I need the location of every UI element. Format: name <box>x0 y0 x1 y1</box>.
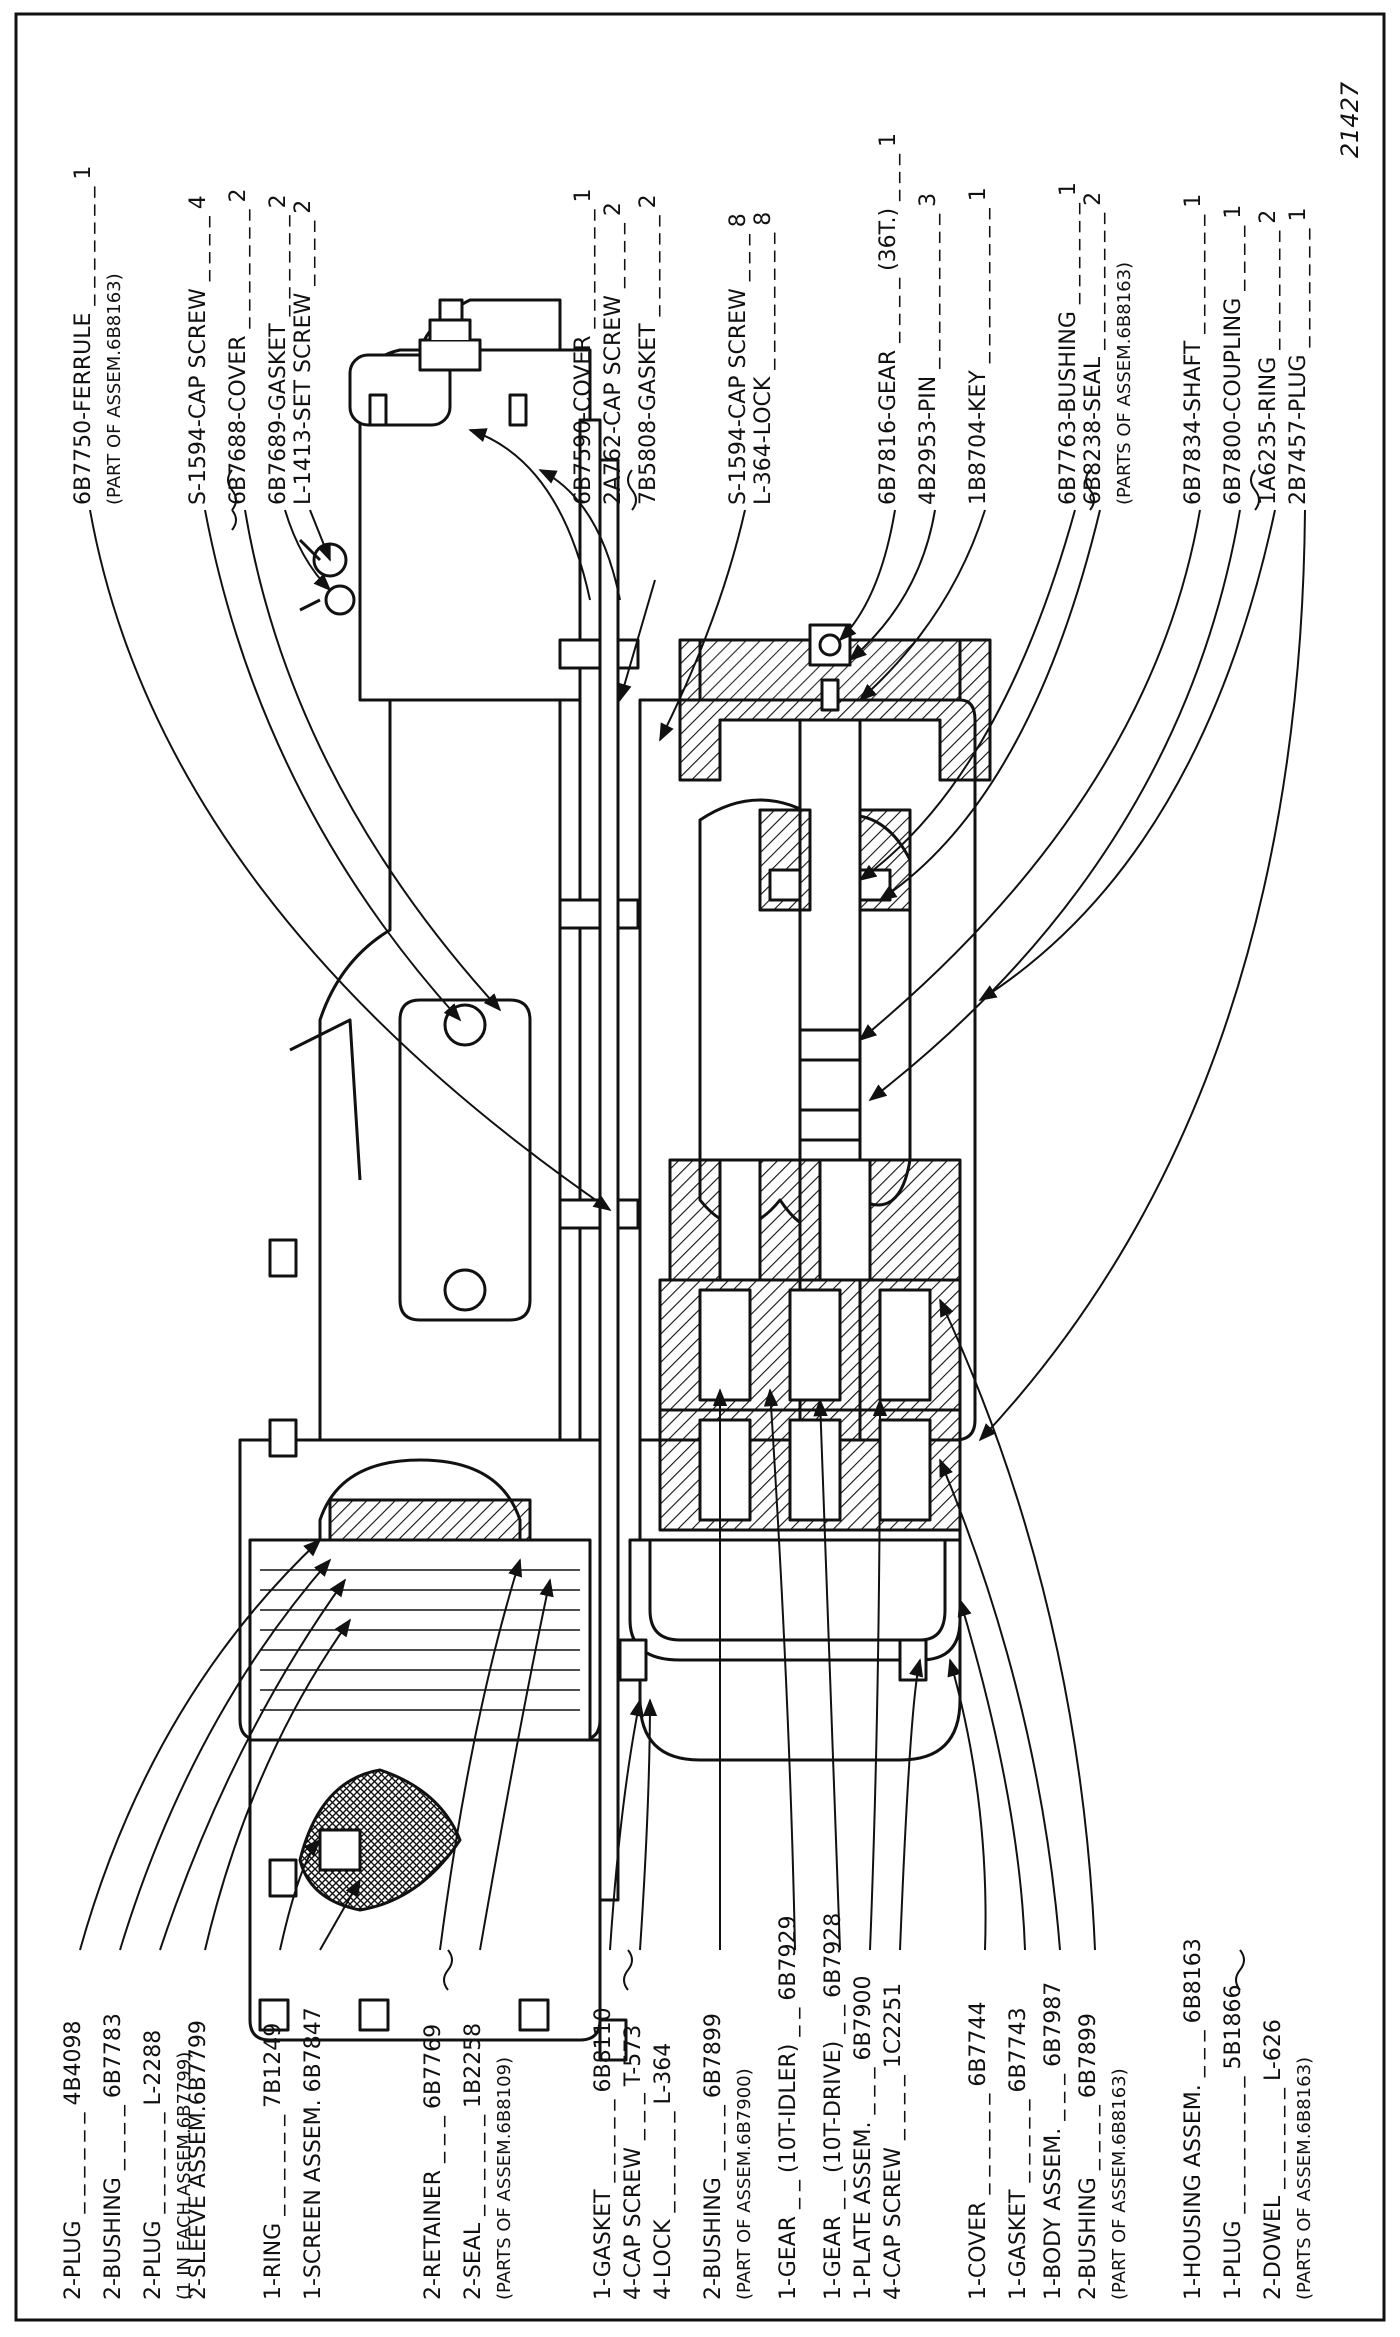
svg-text:21427: 21427 <box>1336 81 1364 158</box>
callout-label-b17: 1-COVER _ _ _ _ _ _ 6B7744 <box>966 2002 991 2301</box>
callout-label-t15: 6B8238-SEAL _ _ _ _ _ _ _ _ 2 <box>1081 192 1106 505</box>
callout-label-b20: 2-BUSHING _ _ _ _ 6B7899 <box>1076 2013 1101 2300</box>
side-cover-1 <box>398 998 532 1322</box>
coupling <box>798 1028 862 1142</box>
callout-label-b23-note: (PARTS OF ASSEM.6B8163) <box>1294 2057 1315 2300</box>
callout-label-b10: 4-CAP SCREW _ _ _ T-573 <box>621 2025 646 2300</box>
callout-label-t14: 6B7763-BUSHING _ _ _ _ _ _ 1 <box>1056 182 1081 505</box>
callout-label-t15-note: (PARTS OF ASSEM.6B8163) <box>1114 262 1135 505</box>
callout-label-t13: 1B8704-KEY _ _ _ _ _ _ _ _ _ 1 <box>966 187 991 505</box>
callouts-bottom: 2-PLUG _ _ _ _ _ _ 4B4098 2-BUSHING _ _ _… <box>61 1913 1315 2300</box>
callout-label-b23: 2-DOWEL _ _ _ _ _ _ L-626 <box>1261 2019 1286 2300</box>
callout-label-b3-note: (1 IN EACH ASSEM.6B7799) <box>174 2052 195 2300</box>
callout-label-b6: 1-SCREEN ASSEM. 6B7847 <box>301 2007 326 2300</box>
callout-label-b8: 2-SEAL _ _ _ _ _ _ 1B2258 <box>461 2023 486 2300</box>
callout-label-b15: 1-PLATE ASSEM. _ _ _ 6B7900 <box>851 1975 876 2300</box>
callout-label-b11: 4-LOCK _ _ _ _ _ _ L-364 <box>651 2043 676 2300</box>
callout-label-b18: 1-GASKET _ _ _ _ _ 6B7743 <box>1006 2007 1031 2300</box>
callout-label-b4: 2-SLEEVE ASSEM.6B7799 <box>186 2020 211 2300</box>
drawing-border <box>14 12 1386 2322</box>
callout-label-b14: 1-GEAR _ _ (10T-DRIVE) _ _ 6B7928 <box>821 1913 846 2300</box>
brace-symbols <box>227 469 1260 1991</box>
plate-assembly <box>668 1158 962 1282</box>
callout-label-t18: 1A6235-RING _ _ _ _ _ _ _ 2 <box>1256 210 1281 505</box>
callout-label-b1: 2-PLUG _ _ _ _ _ _ 4B4098 <box>61 2020 86 2300</box>
callout-label-b12-note: (PART OF ASSEM.6B7900) <box>734 2068 755 2300</box>
callout-label-b20-note: (PART OF ASSEM.6B8163) <box>1109 2068 1130 2300</box>
callout-label-t1-note: (PART OF ASSEM.6B8163) <box>104 273 125 505</box>
leader-lines <box>79 428 1306 1951</box>
figure-number: 21427 <box>1336 81 1364 158</box>
callouts-top: 6B7750-FERRULE _ _ _ _ _ _ _ 1 (PART OF A… <box>71 133 1311 505</box>
callout-label-b12: 2-BUSHING _ _ _ _ 6B7899 <box>701 2013 726 2300</box>
screen-assembly <box>248 1738 602 2042</box>
callout-label-b2: 2-BUSHING _ _ _ _ 6B7783 <box>101 2013 126 2300</box>
callout-label-b22: 1-PLUG _ _ _ _ _ _ _ _ 5B1866 <box>1221 1984 1246 2300</box>
callout-label-t7: 2A762-CAP SCREW _ _ _ _ 2 <box>601 202 626 505</box>
callout-label-b16: 4-CAP SCREW _ _ _ _ 1C2251 <box>881 1983 906 2300</box>
callout-label-t10: L-364-LOCK _ _ _ _ _ _ _ _ 8 <box>751 212 776 505</box>
callout-label-t12: 4B2953-PIN _ _ _ _ _ _ _ _ _ 3 <box>916 193 941 505</box>
callout-label-t11: 6B7816-GEAR _ _ _ _ (36T.) _ _ _ 1 <box>876 133 901 505</box>
callout-label-b13: 1-GEAR _ _ (10T-IDLER) _ _ 6B7929 <box>776 1916 801 2300</box>
callout-label-b7: 2-RETAINER _ _ _ 6B7769 <box>421 2024 446 2300</box>
main-flange <box>598 458 620 1902</box>
sleeve-assembly <box>248 1538 592 1742</box>
callout-label-t8: 7B5808-GASKET _ _ _ _ _ _ 2 <box>636 194 661 505</box>
callout-label-b21: 1-HOUSING ASSEM. _ _ _ 6B8163 <box>1181 1938 1206 2300</box>
callout-label-b19: 1-BODY ASSEM. _ _ _ 6B7987 <box>1041 1982 1066 2300</box>
callout-label-b3: 2-PLUG _ _ _ _ _ _ L-2288 <box>141 2030 166 2300</box>
callout-label-t1: 6B7750-FERRULE _ _ _ _ _ _ _ 1 <box>71 166 96 505</box>
callout-label-t3: 6B7688-COVER _ _ _ _ _ _ _ 2 <box>226 189 251 506</box>
callout-label-t16: 6B7834-SHAFT _ _ _ _ _ _ _ 1 <box>1181 194 1206 505</box>
callout-label-b8-note: (PARTS OF ASSEM.6B8109) <box>494 2057 515 2300</box>
callout-label-t19: 2B7457-PLUG _ _ _ _ _ _ _ 1 <box>1286 207 1311 505</box>
callout-label-b5: 1-RING _ _ _ _ _ _ 7B1249 <box>261 2023 286 2300</box>
top-cover <box>418 338 482 372</box>
callout-label-t17: 6B7800-COUPLING _ _ _ _ 1 <box>1221 205 1246 505</box>
callout-label-t9: S-1594-CAP SCREW _ _ _ 8 <box>726 213 751 505</box>
callout-label-t2: S-1594-CAP SCREW _ _ _ _ 4 <box>186 195 211 505</box>
pump-assembly-drawing <box>238 298 992 2062</box>
callout-label-t4: 6B7689-GASKET _ _ _ _ _ _ 2 <box>266 194 291 505</box>
callout-label-b9: 1-GASKET _ _ _ _ _ 6B8110 <box>591 2007 616 2300</box>
callout-label-t6: 6B7590-COVER _ _ _ _ _ _ _ 1 <box>571 189 596 506</box>
callout-label-t5: L-1413-SET SCREW _ _ _ _ 2 <box>291 200 316 505</box>
